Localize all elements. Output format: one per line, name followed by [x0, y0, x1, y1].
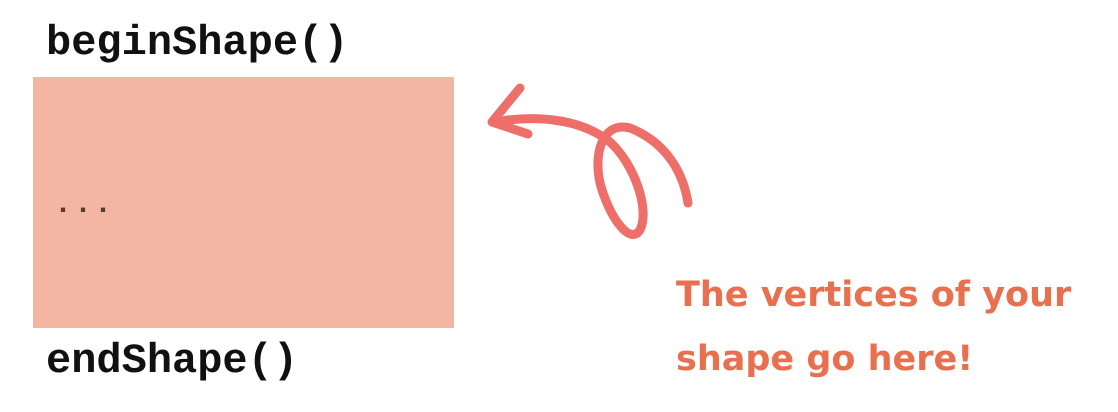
caption-line-1: The vertices of your — [676, 275, 1072, 315]
begin-shape-code: beginShape() — [46, 19, 349, 67]
end-shape-code: endShape() — [46, 337, 299, 385]
curly-arrow-icon — [487, 83, 693, 239]
vertex-placeholder-ellipsis: ... — [54, 188, 115, 222]
caption-line-2: shape go here! — [676, 339, 974, 379]
vertex-placeholder-box — [33, 77, 454, 328]
